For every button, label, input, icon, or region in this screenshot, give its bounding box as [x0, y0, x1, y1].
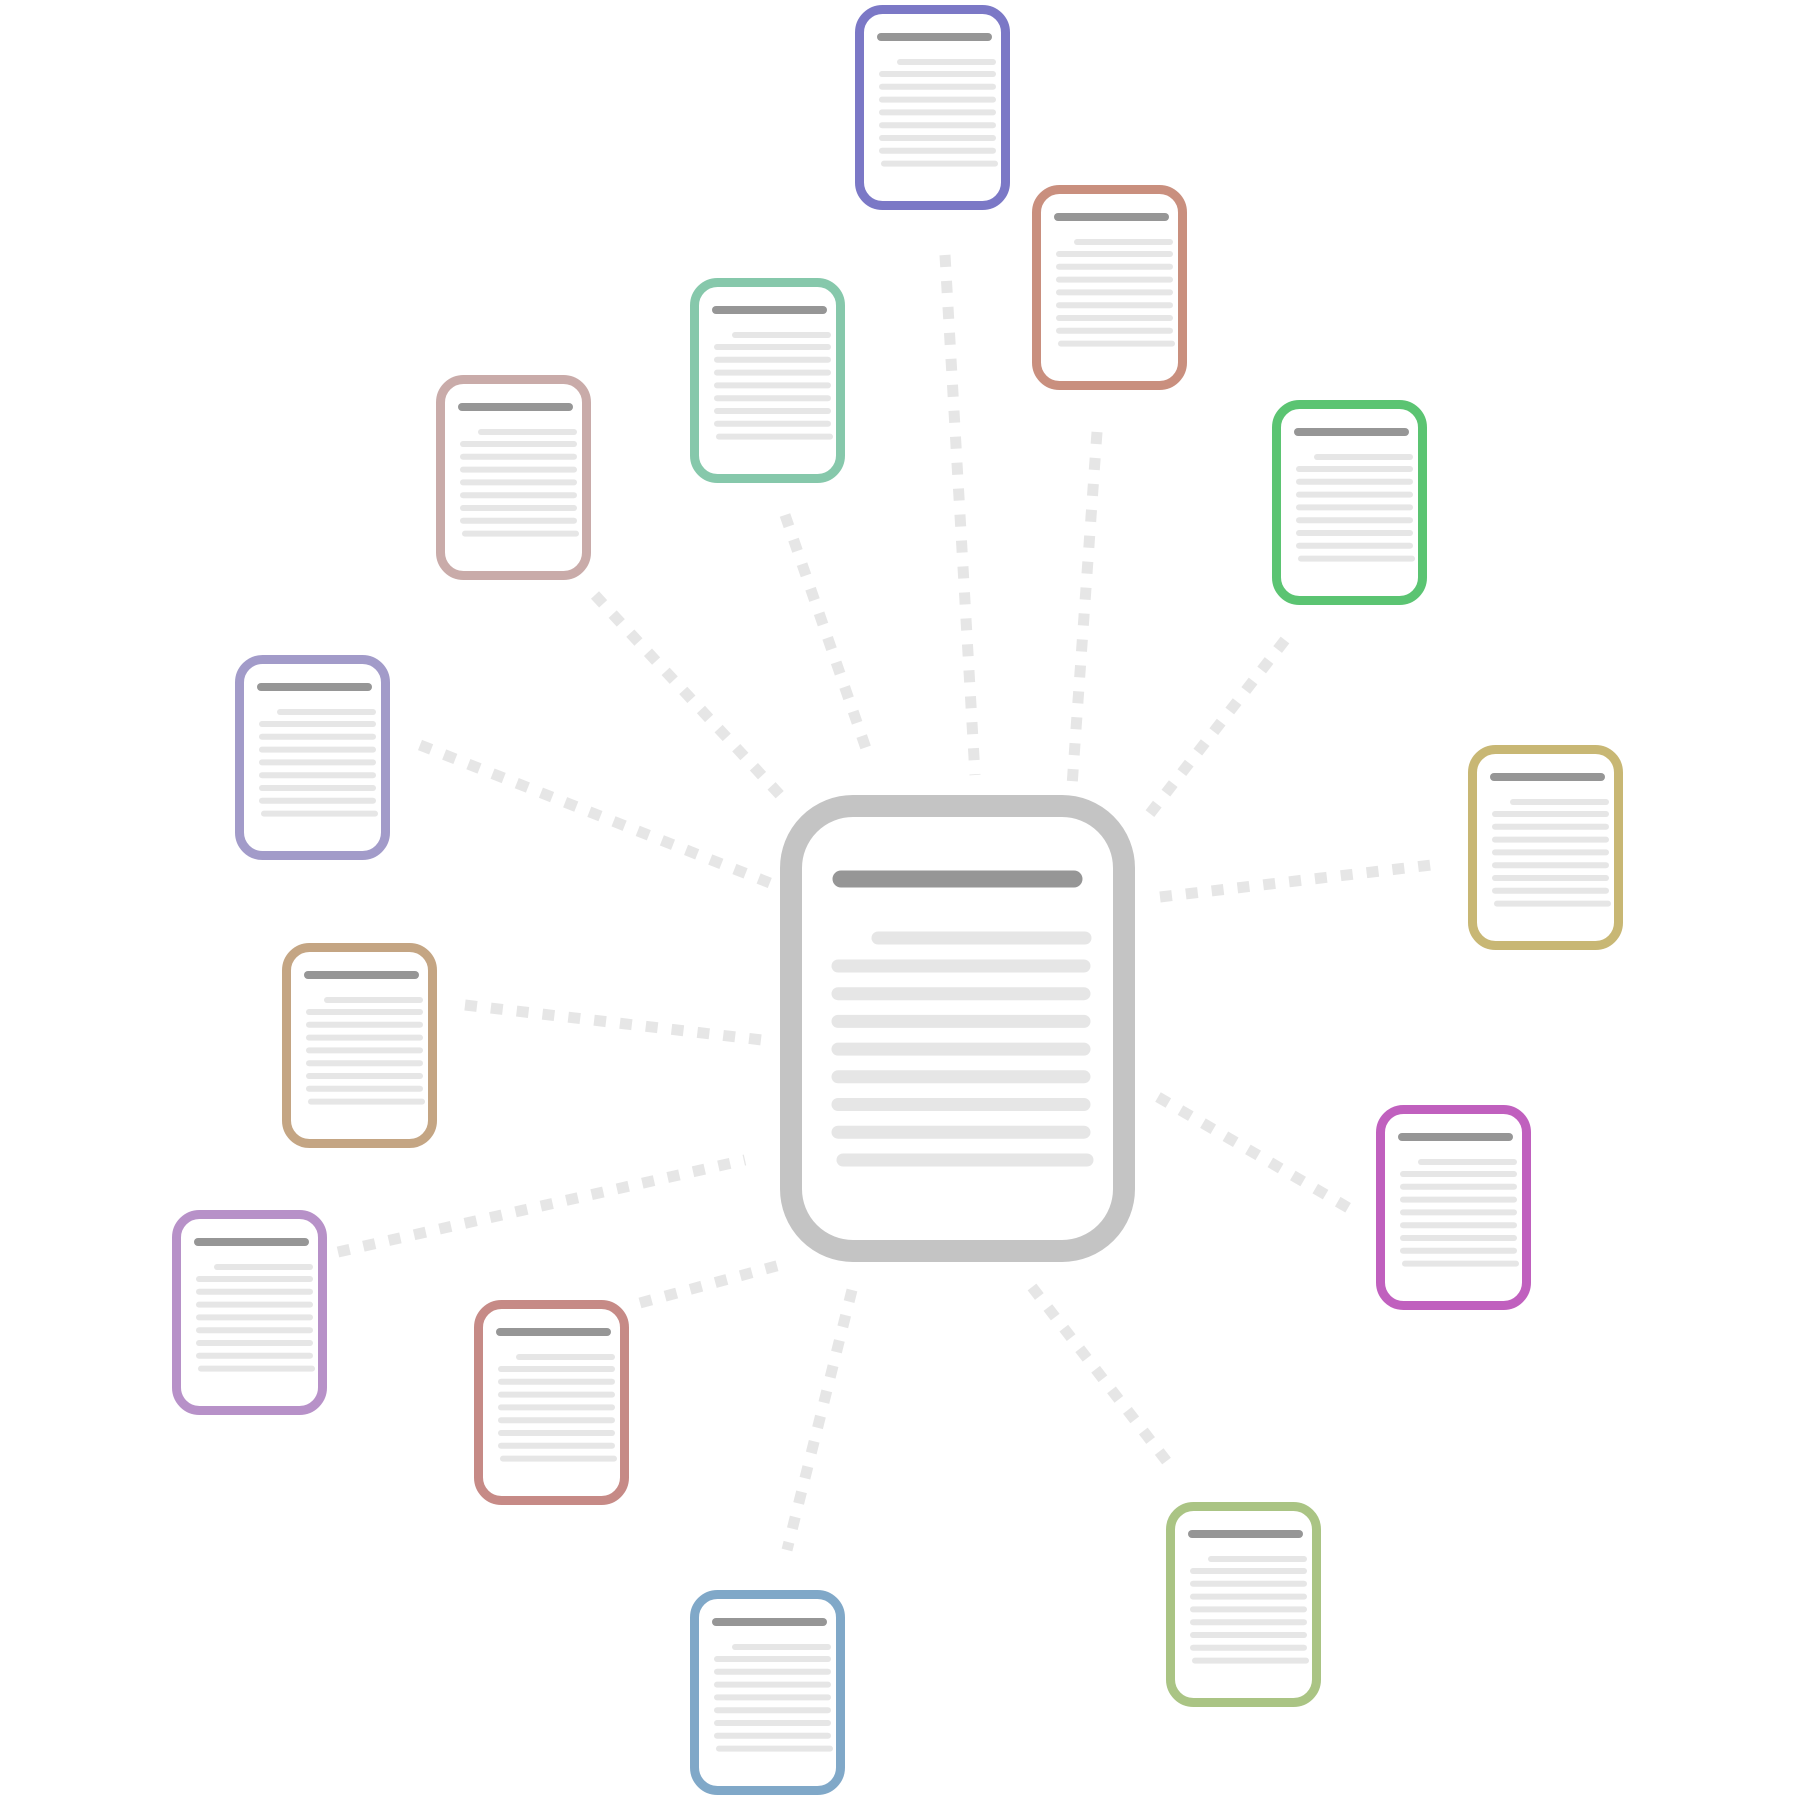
satellite-document	[474, 1300, 629, 1505]
satellite-document	[1166, 1502, 1321, 1707]
document-frame	[282, 943, 437, 1148]
documents	[172, 5, 1623, 1795]
connector-line	[464, 999, 763, 1046]
document-frame	[690, 278, 845, 483]
document-frame	[172, 1210, 327, 1415]
document-frame	[235, 655, 390, 860]
connectors	[336, 254, 1441, 1552]
document-frame	[1166, 1502, 1321, 1707]
connector-line	[336, 1154, 747, 1258]
satellite-document	[690, 278, 845, 483]
connector-line	[1159, 858, 1441, 903]
satellite-document	[282, 943, 437, 1148]
document-frame	[690, 1590, 845, 1795]
connector-line	[1140, 636, 1290, 824]
document-frame	[855, 5, 1010, 210]
satellite-document	[172, 1210, 327, 1415]
connector-line	[590, 591, 785, 799]
document-frame	[1376, 1105, 1531, 1310]
satellite-document	[235, 655, 390, 860]
connector-line	[781, 1288, 858, 1552]
connector-line	[417, 739, 778, 891]
document-frame	[1032, 185, 1187, 390]
connector-line	[1027, 1283, 1180, 1476]
satellite-document	[1272, 400, 1427, 605]
connector-line	[1155, 1092, 1355, 1215]
connector-line	[779, 513, 876, 762]
satellite-document	[1468, 745, 1623, 950]
satellite-document	[690, 1590, 845, 1795]
document-frame	[1272, 400, 1427, 605]
document-frame	[780, 795, 1135, 1262]
document-frame	[436, 375, 591, 580]
connector-line	[1066, 431, 1103, 787]
satellite-document	[855, 5, 1010, 210]
satellite-document	[436, 375, 591, 580]
document-frame	[1468, 745, 1623, 950]
connector-line	[638, 1259, 782, 1309]
central-document	[780, 795, 1135, 1262]
satellite-document	[1032, 185, 1187, 390]
document-frame	[474, 1300, 629, 1505]
satellite-document	[1376, 1105, 1531, 1310]
connector-line	[939, 254, 981, 776]
